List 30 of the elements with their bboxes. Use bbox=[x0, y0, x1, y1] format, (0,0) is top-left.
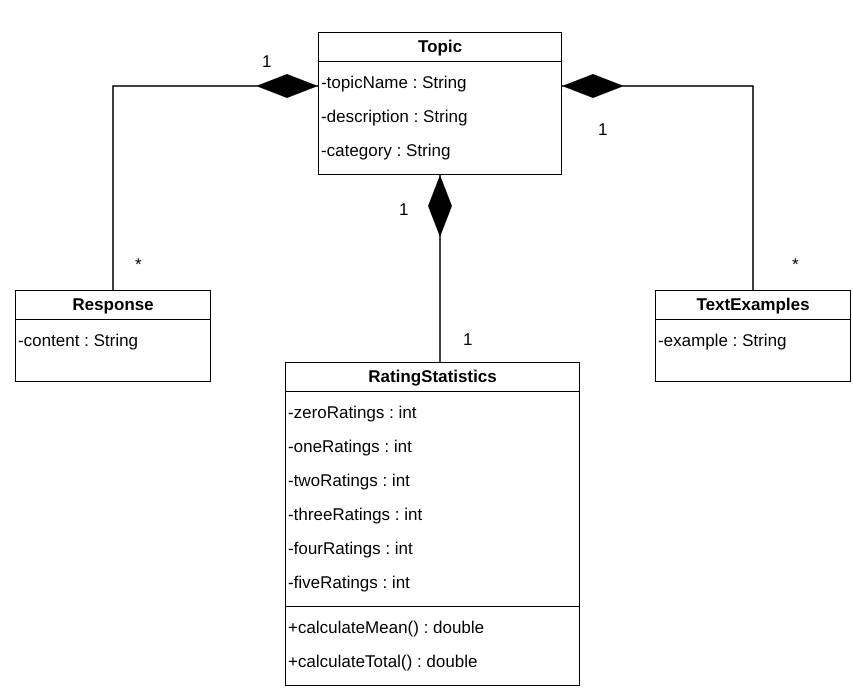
composition-connector bbox=[428, 175, 452, 362]
class-name: Topic bbox=[319, 33, 561, 62]
attribute-text: -zeroRatings : int bbox=[287, 402, 418, 424]
class-box bbox=[15, 290, 211, 382]
composition-connector bbox=[562, 74, 754, 290]
attribute-text: -threeRatings : int bbox=[287, 504, 424, 526]
multiplicity-label: * bbox=[135, 255, 142, 275]
multiplicity-label: 1 bbox=[463, 330, 472, 350]
class-name: Response bbox=[16, 291, 210, 320]
multiplicity-label: 1 bbox=[598, 120, 608, 140]
method-text: +calculateMean() : double bbox=[287, 617, 486, 639]
attribute-text: -twoRatings : int bbox=[287, 470, 411, 492]
attribute-text: -category : String bbox=[320, 140, 452, 162]
composition-connector bbox=[112, 74, 318, 290]
attribute-text: -oneRatings : int bbox=[287, 436, 413, 458]
attribute-text: -fourRatings : int bbox=[287, 538, 414, 560]
attribute-text: -content : String bbox=[17, 330, 140, 352]
attribute-text: -description : String bbox=[320, 106, 468, 128]
multiplicity-label: * bbox=[792, 255, 799, 275]
attribute-text: -fiveRatings : int bbox=[287, 572, 411, 594]
class-name: RatingStatistics bbox=[286, 363, 579, 392]
multiplicity-label: 1 bbox=[399, 200, 408, 220]
class-box bbox=[318, 32, 562, 175]
method-text: +calculateTotal() : double bbox=[287, 651, 478, 673]
attribute-text: -topicName : String bbox=[320, 72, 468, 94]
class-box bbox=[655, 290, 851, 382]
attribute-text: -example : String bbox=[657, 330, 788, 352]
class-box bbox=[285, 362, 580, 686]
multiplicity-label: 1 bbox=[262, 52, 272, 72]
class-name: TextExamples bbox=[656, 291, 850, 320]
